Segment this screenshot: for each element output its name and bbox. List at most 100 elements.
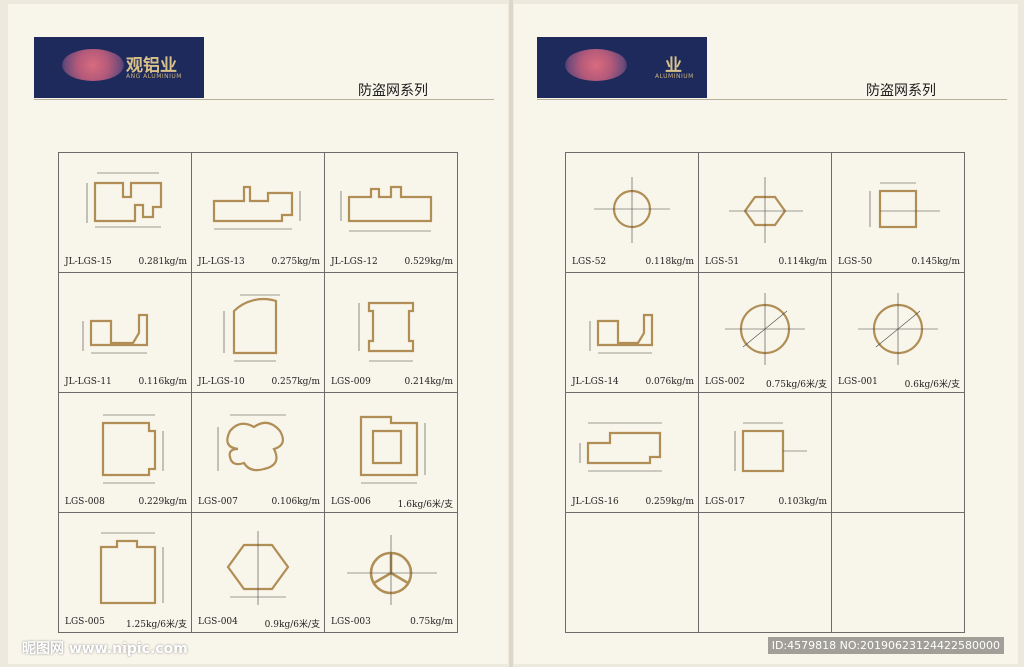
profile-label: JL-LGS-16 0.259kg/m	[572, 497, 694, 507]
profile-weight: 0.229kg/m	[138, 497, 187, 507]
profile-label: LGS-007 0.106kg/m	[198, 497, 320, 507]
profile-drawing	[579, 422, 662, 472]
profile-drawing	[858, 293, 938, 365]
profile-drawing	[99, 532, 164, 605]
profile-code: LGS-005	[65, 617, 105, 627]
profile-code: LGS-017	[705, 497, 745, 507]
page-gutter	[509, 0, 513, 667]
profile-code: LGS-006	[331, 497, 371, 507]
profile-weight: 0.214kg/m	[404, 377, 453, 387]
series-title: 防盗网系列	[358, 83, 428, 99]
series-title: 防盗网系列	[866, 83, 936, 99]
profile-code: LGS-009	[331, 377, 371, 387]
profile-cell	[566, 513, 699, 633]
profile-cell: LGS-009 0.214kg/m	[325, 273, 458, 393]
profile-drawing	[340, 185, 433, 232]
profile-drawing	[212, 185, 301, 230]
brand-logo-icon	[565, 49, 627, 81]
profile-code: LGS-001	[838, 377, 878, 387]
profile-label: LGS-001 0.6kg/6米/支	[838, 377, 960, 390]
profile-drawing	[226, 531, 290, 605]
profile-cell	[699, 513, 832, 633]
brand-logo-icon	[62, 49, 124, 81]
brand-banner: 业 ALUMINIUM	[537, 37, 707, 98]
title-divider	[537, 99, 1007, 100]
profile-code: LGS-002	[705, 377, 745, 387]
watermark: 昵图网 www.nipic.com	[22, 641, 188, 657]
profile-drawing	[347, 535, 437, 605]
profile-drawing	[358, 301, 415, 362]
profile-code: JL-LGS-10	[198, 377, 245, 387]
profile-weight: 0.75kg/m	[410, 617, 453, 627]
profile-cell: LGS-008 0.229kg/m	[59, 393, 192, 513]
profile-weight: 1.6kg/6米/支	[397, 500, 453, 510]
profile-drawing	[729, 177, 803, 243]
profile-cell	[832, 393, 965, 513]
profile-cell: JL-LGS-16 0.259kg/m	[566, 393, 699, 513]
profile-drawing	[82, 313, 149, 354]
profile-cell: LGS-003 0.75kg/m	[325, 513, 458, 633]
profile-weight: 0.281kg/m	[138, 257, 187, 267]
profile-label: JL-LGS-11 0.116kg/m	[65, 377, 187, 387]
brand-banner: 观铝业 ANG ALUMINIUM	[34, 37, 204, 98]
profile-drawing	[869, 182, 940, 229]
profile-weight: 0.106kg/m	[271, 497, 320, 507]
profile-label: LGS-002 0.75kg/6米/支	[705, 377, 827, 390]
profile-cell: LGS-006 1.6kg/6米/支	[325, 393, 458, 513]
title-divider	[34, 99, 494, 100]
profile-label: LGS-006 1.6kg/6米/支	[331, 497, 453, 510]
brand-name: 业	[665, 56, 682, 76]
profile-code: JL-LGS-16	[572, 497, 619, 507]
profile-code: LGS-52	[572, 257, 607, 267]
profile-cell: LGS-001 0.6kg/6米/支	[832, 273, 965, 393]
profile-code: LGS-007	[198, 497, 238, 507]
profile-code: LGS-008	[65, 497, 105, 507]
profile-code: JL-LGS-12	[331, 257, 378, 267]
profile-code: LGS-003	[331, 617, 371, 627]
profile-code: LGS-004	[198, 617, 238, 627]
profile-code: JL-LGS-14	[572, 377, 619, 387]
profile-drawing	[589, 313, 654, 354]
profile-weight: 0.259kg/m	[645, 497, 694, 507]
profile-cell	[832, 513, 965, 633]
profile-drawing	[734, 422, 807, 473]
profile-drawing	[217, 414, 286, 472]
profile-drawing	[725, 293, 805, 365]
profile-code: JL-LGS-11	[65, 377, 112, 387]
profile-drawing	[223, 294, 280, 362]
profile-weight: 0.114kg/m	[778, 257, 827, 267]
profile-weight: 0.145kg/m	[911, 257, 960, 267]
profile-drawing	[359, 415, 426, 484]
brand-subtitle: ANG ALUMINIUM	[126, 73, 182, 80]
profile-cell: LGS-002 0.75kg/6米/支	[699, 273, 832, 393]
profile-label: LGS-008 0.229kg/m	[65, 497, 187, 507]
profile-weight: 0.6kg/6米/支	[904, 380, 960, 390]
profile-label: LGS-003 0.75kg/m	[331, 617, 453, 627]
profile-weight: 0.75kg/6米/支	[765, 380, 827, 390]
profile-cell: LGS-007 0.106kg/m	[192, 393, 325, 513]
profile-drawing	[594, 177, 670, 243]
profile-weight: 0.116kg/m	[138, 377, 187, 387]
